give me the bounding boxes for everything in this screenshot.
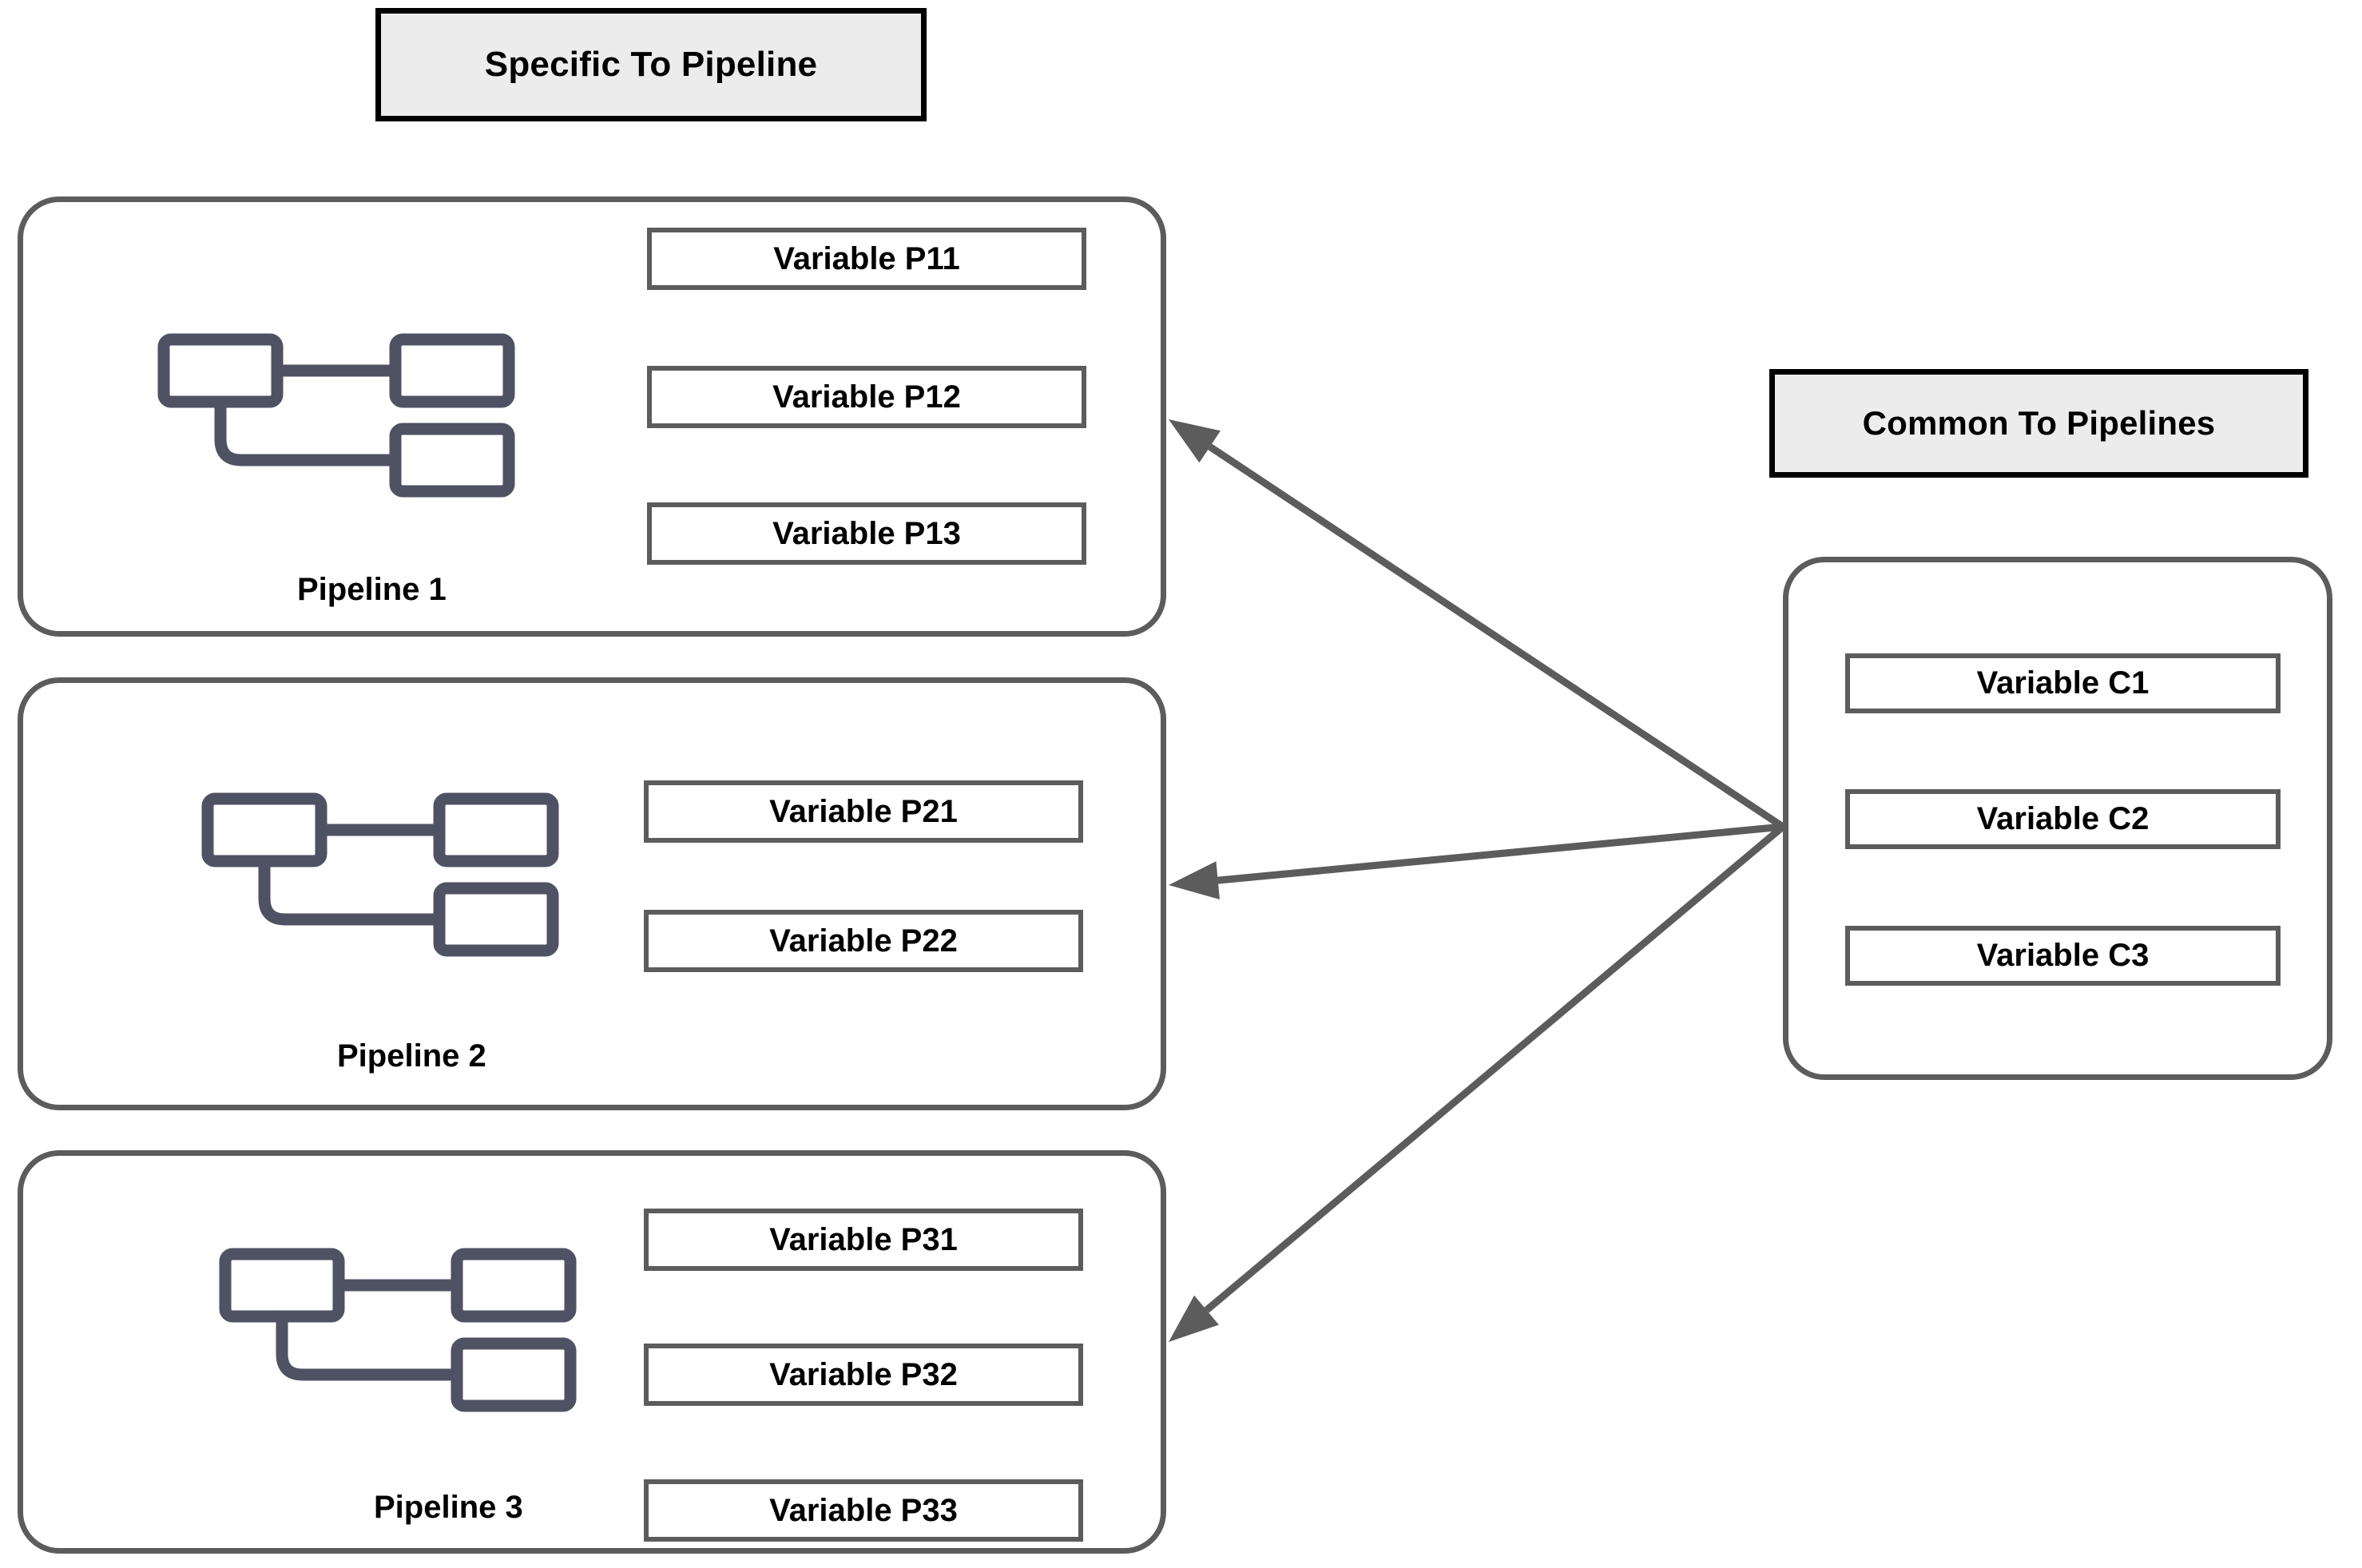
variable-chip-p32[interactable]: Variable P32 xyxy=(644,1344,1083,1406)
variable-chip-p33[interactable]: Variable P33 xyxy=(644,1479,1083,1542)
variable-chip-p21[interactable]: Variable P21 xyxy=(644,780,1083,843)
arrow-common-to-pipeline-3-shaft xyxy=(1204,824,1785,1313)
variable-chip-c2[interactable]: Variable C2 xyxy=(1845,789,2281,849)
pipeline-3-caption: Pipeline 3 xyxy=(374,1490,523,1525)
variable-chip-p31[interactable]: Variable P31 xyxy=(644,1209,1083,1271)
arrow-common-to-pipeline-1-head xyxy=(1169,419,1221,463)
variable-chip-p22[interactable]: Variable P22 xyxy=(644,910,1083,972)
pipeline-1-caption: Pipeline 1 xyxy=(297,572,447,607)
variable-chip-c3[interactable]: Variable C3 xyxy=(1845,926,2281,986)
arrow-common-to-pipeline-3-head xyxy=(1169,1295,1219,1342)
pipeline-flow-icon xyxy=(157,333,515,498)
variable-chip-c1[interactable]: Variable C1 xyxy=(1845,653,2281,713)
section-header-common-to-pipelines: Common To Pipelines xyxy=(1769,369,2308,478)
variable-chip-p11[interactable]: Variable P11 xyxy=(647,228,1086,290)
pipeline-2-caption: Pipeline 2 xyxy=(337,1038,486,1074)
variable-chip-p13[interactable]: Variable P13 xyxy=(647,502,1086,565)
variable-chip-p12[interactable]: Variable P12 xyxy=(647,366,1086,428)
pipeline-flow-icon xyxy=(201,792,559,957)
pipeline-2-group xyxy=(18,677,1166,1110)
arrow-common-to-pipeline-2-head xyxy=(1169,861,1220,900)
arrow-common-to-pipeline-1-shaft xyxy=(1208,443,1785,830)
arrow-common-to-pipeline-2-shaft xyxy=(1217,823,1784,884)
section-header-specific-to-pipeline: Specific To Pipeline xyxy=(375,8,927,121)
pipeline-flow-icon xyxy=(219,1248,577,1412)
